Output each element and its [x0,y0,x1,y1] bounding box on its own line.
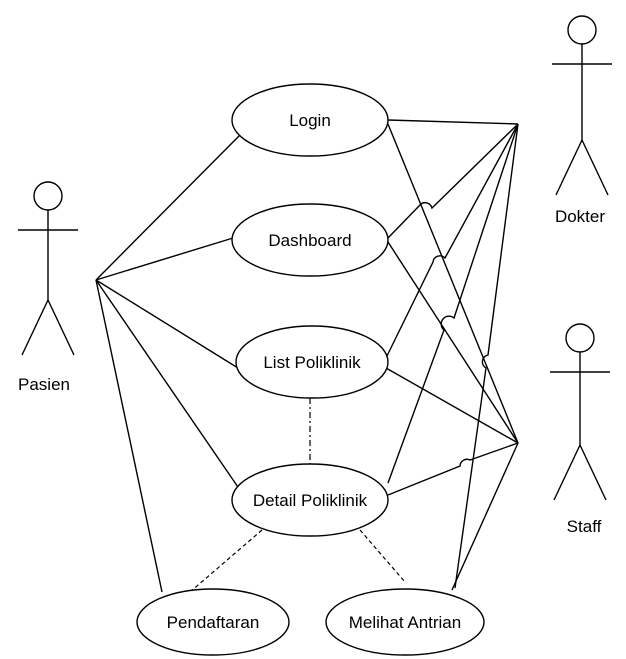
staff-associations [385,123,519,591]
assoc-dokter-login [387,119,519,125]
dokter-associations [384,119,519,589]
assoc-staff-list-poliklinik [385,367,519,444]
use-case-pendaftaran-label: Pendaftaran [167,613,260,632]
use-case-melihat-antrian[interactable]: Melihat Antrian [325,588,485,656]
assoc-dokter-dashboard [387,123,519,239]
assoc-pasien-list-poliklinik [95,279,239,369]
assoc-staff-login [387,123,519,444]
use-case-melihat-antrian-ellipse [325,588,485,656]
relation-detail-to-pendaftaran [189,529,263,593]
assoc-pasien-login [95,134,241,281]
use-case-dashboard-label: Dashboard [268,231,351,250]
assoc-staff-melihat-antrian [451,442,519,591]
actor-dokter-left-leg [555,139,583,196]
use-case-list-poliklinik[interactable]: List Poliklinik [235,325,389,399]
actor-staff-label: Staff [567,517,602,536]
use-case-detail-poliklinik-ellipse [231,463,389,537]
assoc-staff-detail-poliklinik [387,442,519,496]
use-case-list-poliklinik-label: List Poliklinik [263,353,361,372]
use-case-detail-poliklinik-label: Detail Poliklinik [253,491,368,510]
actor-dokter-right-leg [581,139,609,196]
use-case-login-ellipse [231,83,389,157]
assoc-pasien-dashboard [95,237,234,281]
relation-detail-to-melihat-antrian [359,529,406,583]
use-case-dashboard[interactable]: Dashboard [231,203,389,277]
assoc-dokter-detail-poliklinik [387,123,519,484]
actor-pasien-right-leg [47,299,75,356]
actor-staff-head [565,323,595,353]
use-case-melihat-antrian-label: Melihat Antrian [349,613,461,632]
actor-staff-left-leg [553,444,581,501]
actor-pasien-head [33,181,63,211]
use-case-pendaftaran-ellipse [136,588,290,656]
actor-dokter-head [567,15,597,45]
use-case-pendaftaran[interactable]: Pendaftaran [136,588,290,656]
use-case-login-label: Login [289,111,331,130]
actor-pasien[interactable]: Pasien [18,181,78,394]
actor-dokter-label: Dokter [555,207,605,226]
use-case-list-poliklinik-ellipse [235,325,389,399]
use-case-dashboard-ellipse [231,203,389,277]
assoc-pasien-pendaftaran [95,279,163,593]
use-case-login[interactable]: Login [231,83,389,157]
actor-pasien-left-leg [21,299,49,356]
assoc-dokter-list-poliklinik [384,123,519,361]
assoc-pasien-detail-poliklinik [95,279,241,491]
assoc-dokter-melihat-antrian [454,123,519,589]
pasien-associations [95,134,241,593]
actor-staff-right-leg [579,444,607,501]
actor-staff[interactable]: Staff [550,323,610,536]
actor-dokter[interactable]: Dokter [552,15,612,226]
use-case-detail-poliklinik[interactable]: Detail Poliklinik [231,463,389,537]
actor-pasien-label: Pasien [18,375,70,394]
assoc-staff-dashboard [387,241,519,444]
